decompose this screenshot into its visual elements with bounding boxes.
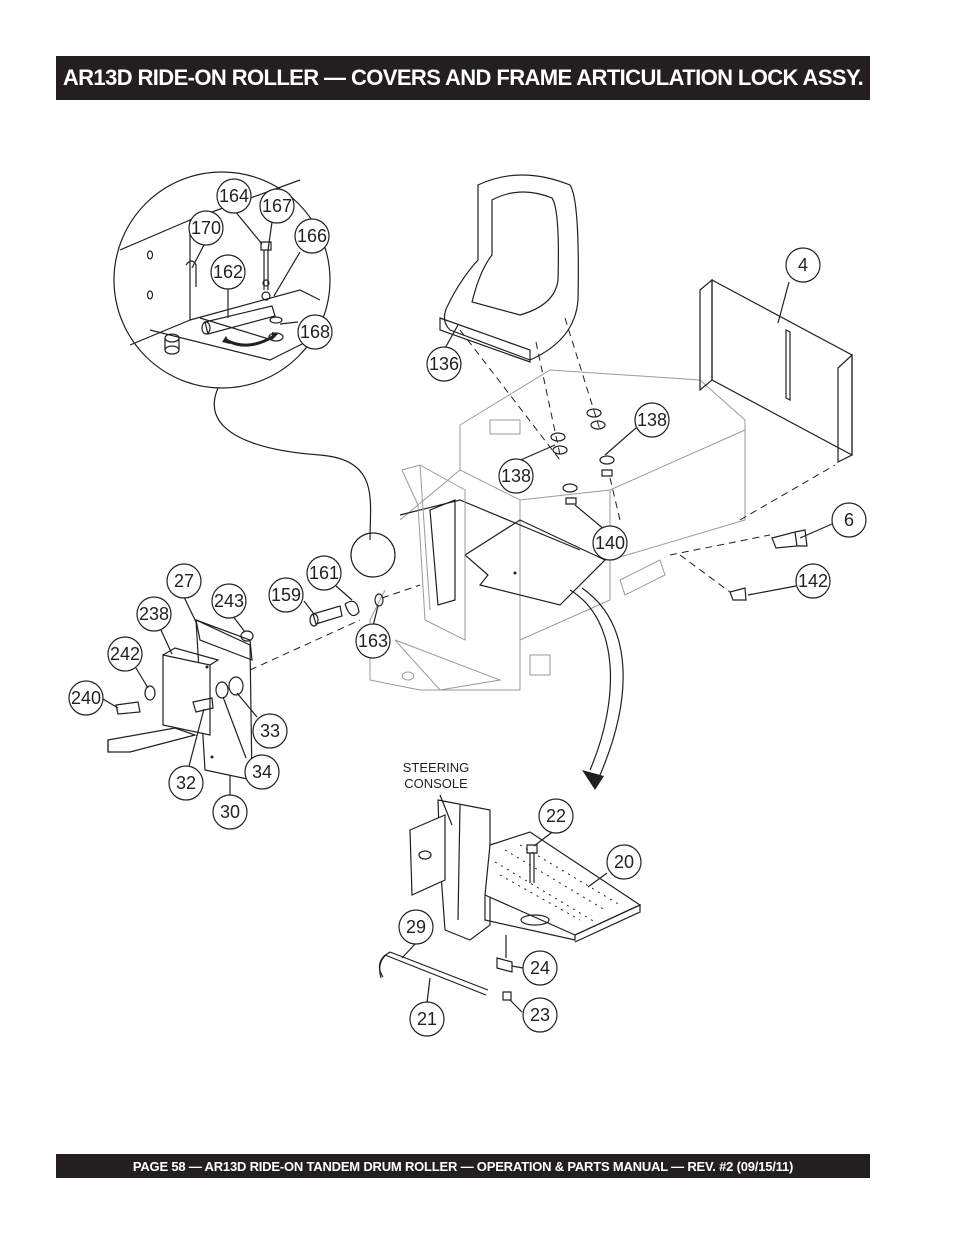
svg-text:30: 30 [220, 802, 240, 822]
callout-30: 30 [212, 794, 248, 830]
callout-138-right: 138 [634, 402, 670, 438]
svg-text:243: 243 [214, 591, 244, 611]
svg-text:4: 4 [798, 255, 808, 275]
svg-text:167: 167 [262, 196, 292, 216]
detail-view [113, 171, 396, 578]
page-title: AR13D RIDE-ON ROLLER — COVERS AND FRAME … [56, 56, 870, 100]
callout-136: 136 [426, 346, 462, 382]
svg-text:21: 21 [417, 1009, 437, 1029]
articulation-pin [309, 584, 421, 627]
callout-166: 166 [294, 218, 330, 254]
seat-hardware [550, 408, 621, 521]
callout-32: 32 [168, 765, 204, 801]
svg-text:242: 242 [110, 644, 140, 664]
svg-text:164: 164 [219, 186, 249, 206]
callout-27: 27 [166, 563, 202, 599]
callout-22: 22 [538, 798, 574, 834]
callout-21: 21 [409, 1001, 445, 1037]
svg-text:138: 138 [637, 410, 667, 430]
steering-console: STEERING CONSOLE [378, 760, 642, 1001]
svg-text:142: 142 [798, 571, 828, 591]
callout-24: 24 [522, 950, 558, 986]
svg-text:23: 23 [530, 1005, 550, 1025]
callout-6: 6 [831, 502, 867, 538]
callout-23: 23 [522, 997, 558, 1033]
svg-text:33: 33 [260, 721, 280, 741]
callout-20: 20 [606, 844, 642, 880]
callout-240: 240 [68, 680, 104, 716]
seat [439, 174, 601, 461]
svg-text:240: 240 [71, 688, 101, 708]
page-footer: PAGE 58 — AR13D RIDE-ON TANDEM DRUM ROLL… [56, 1154, 870, 1178]
svg-text:161: 161 [309, 563, 339, 583]
side-cover [699, 278, 853, 521]
svg-text:22: 22 [546, 806, 566, 826]
steering-label-line2: CONSOLE [404, 776, 468, 791]
svg-text:29: 29 [406, 917, 426, 937]
callout-170: 170 [188, 210, 224, 246]
callout-142: 142 [795, 563, 831, 599]
svg-text:163: 163 [358, 631, 388, 651]
callout-34: 34 [244, 754, 280, 790]
callout-238: 238 [136, 596, 172, 632]
svg-text:168: 168 [300, 322, 330, 342]
svg-text:162: 162 [213, 262, 243, 282]
svg-text:138: 138 [501, 466, 531, 486]
svg-text:20: 20 [614, 852, 634, 872]
svg-text:34: 34 [252, 762, 272, 782]
svg-text:136: 136 [429, 354, 459, 374]
callout-161: 161 [306, 555, 342, 591]
svg-text:24: 24 [530, 958, 550, 978]
svg-text:166: 166 [297, 226, 327, 246]
svg-text:159: 159 [271, 585, 301, 605]
callout-138-left: 138 [498, 458, 534, 494]
callout-162: 162 [210, 254, 246, 290]
callout-167: 167 [259, 188, 295, 224]
callout-29: 29 [398, 909, 434, 945]
bolts-side [669, 529, 808, 601]
flow-arrow [569, 587, 624, 790]
svg-text:140: 140 [595, 533, 625, 553]
machine-frame [369, 369, 746, 691]
callout-33: 33 [252, 713, 288, 749]
leader-lines [102, 209, 833, 1013]
callout-163: 163 [355, 623, 391, 659]
callout-159: 159 [268, 577, 304, 613]
svg-text:32: 32 [176, 773, 196, 793]
callout-243: 243 [211, 583, 247, 619]
svg-text:238: 238 [139, 604, 169, 624]
svg-text:170: 170 [191, 218, 221, 238]
steering-label-line1: STEERING [403, 760, 469, 775]
svg-text:6: 6 [844, 510, 854, 530]
callout-168: 168 [297, 314, 333, 350]
svg-text:27: 27 [174, 571, 194, 591]
callout-164: 164 [216, 178, 252, 214]
callout-140: 140 [592, 525, 628, 561]
lock-bracket-assy [107, 619, 361, 781]
callout-4: 4 [785, 247, 821, 283]
callout-242: 242 [107, 636, 143, 672]
